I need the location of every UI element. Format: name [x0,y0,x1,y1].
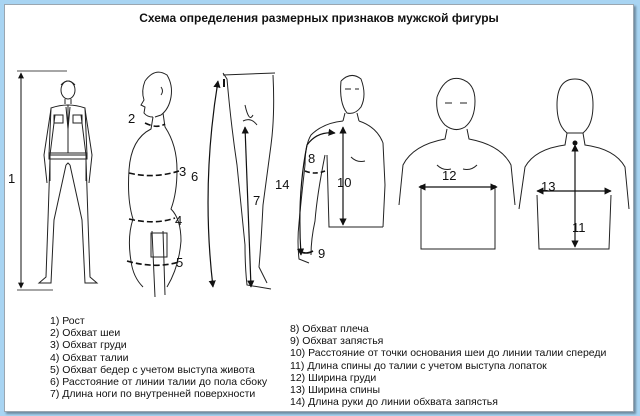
front-torso-figure [297,75,386,264]
legend-right: 8) Обхват плеча 9) Обхват запястья 10) Р… [290,323,606,408]
legend-item: 7) Длина ноги по внутренней поверхности [50,388,256,401]
standing-man-figure [37,80,99,284]
legend-item: 8) Обхват плеча [290,323,369,335]
figure-illustrations: 1 2 3 4 5 6 7 8 9 10 11 12 13 14 [8,70,630,298]
legend-item: 4) Обхват талии [50,351,129,364]
chest-front-figure [398,77,516,250]
label-4: 4 [175,213,182,228]
side-torso-figure [128,71,182,298]
legend-item: 13) Ширина спины [290,384,380,397]
label-12: 12 [442,168,456,183]
front-measure-lines [296,126,347,256]
back-figure [518,78,630,250]
legend-item: 12) Ширина груди [290,371,377,384]
leg-measure-lines [207,79,255,288]
legend-item: 9) Обхват запястья [290,335,384,348]
label-2: 2 [128,111,135,126]
label-14: 14 [275,177,289,192]
label-9: 9 [318,246,325,261]
label-1: 1 [8,171,15,186]
diagram-frame: Схема определения размерных признаков му… [4,4,634,412]
legend-left: 1) Рост 2) Обхват шеи 3) Обхват груди 4)… [50,315,267,400]
legend-item: 10) Расстояние от точки основания шеи до… [290,347,607,360]
legend-item: 5) Обхват бедер с учетом выступа живота [50,363,255,376]
back-measure-lines [536,140,612,248]
legend-item: 1) Рост [50,315,85,327]
label-5: 5 [176,255,183,270]
label-11: 11 [572,220,586,235]
girth-lines-side [126,122,180,267]
height-measure [17,70,67,291]
legend-item: 2) Обхват шеи [50,327,121,340]
label-7: 7 [253,193,260,208]
label-6: 6 [191,169,198,184]
legend-item: 3) Обхват груди [50,339,127,352]
label-8: 8 [308,151,315,166]
label-10: 10 [337,175,351,190]
diagram-title: Схема определения размерных признаков му… [139,11,499,25]
label-3: 3 [179,164,186,179]
leg-side-figure [222,72,276,290]
legend-item: 11) Длина спины до талии с учетом выступ… [290,359,547,372]
legend-item: 6) Расстояние от линии талии до пола сбо… [50,376,268,389]
label-13: 13 [541,179,555,194]
legend-item: 14) Длина руки до линии обхвата запястья [290,396,498,409]
